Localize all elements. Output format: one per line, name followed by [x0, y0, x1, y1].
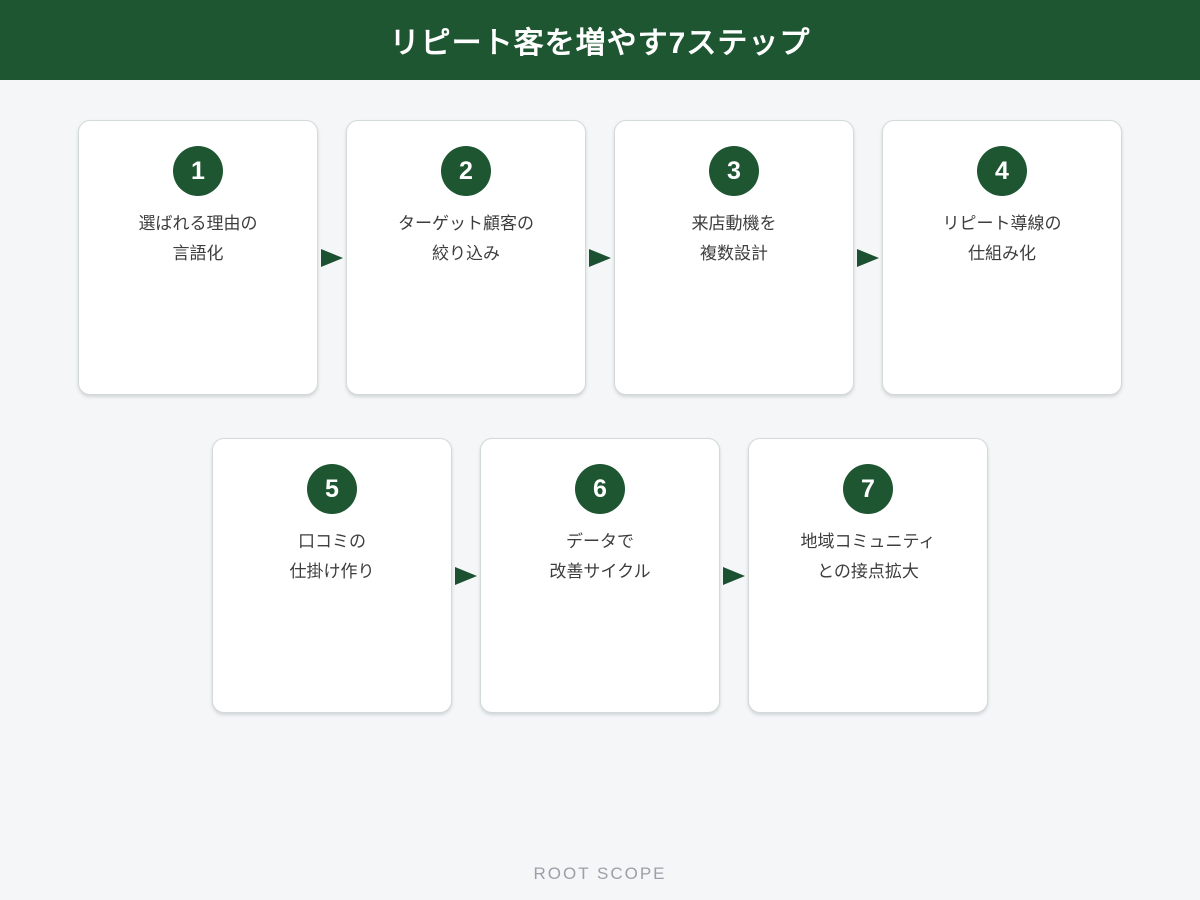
- arrow-cell: [452, 438, 480, 713]
- step-number-badge: 4: [977, 146, 1027, 196]
- arrow-right-icon: [857, 248, 879, 267]
- step-card-4: 4 リピート導線の 仕組み化: [882, 120, 1122, 395]
- arrow-cell: [318, 120, 346, 395]
- arrow-cell: [586, 120, 614, 395]
- page-title: リピート客を増やす7ステップ: [389, 27, 811, 60]
- step-title-line: 来店動機を: [691, 214, 777, 233]
- header-banner: リピート客を増やす7ステップ: [0, 0, 1200, 80]
- step-number-badge: 7: [843, 464, 893, 514]
- step-title-line: リピート導線の: [942, 214, 1062, 233]
- arrow-right-icon: [455, 566, 477, 585]
- step-title-line: 仕掛け作り: [289, 562, 375, 581]
- step-title-line: 選ばれる理由の: [138, 214, 258, 233]
- step-title-line: との接点拡大: [817, 562, 919, 581]
- step-title: リピート導線の 仕組み化: [883, 209, 1121, 269]
- step-title-line: 絞り込み: [432, 244, 500, 263]
- brand-watermark: ROOT SCOPE: [533, 864, 667, 883]
- step-title-line: 複数設計: [700, 244, 768, 263]
- step-title-line: 言語化: [172, 244, 224, 263]
- step-card-1: 1 選ばれる理由の 言語化: [78, 120, 318, 395]
- step-card-7: 7 地域コミュニティ との接点拡大: [748, 438, 988, 713]
- step-title: 口コミの 仕掛け作り: [213, 527, 451, 587]
- arrow-right-icon: [589, 248, 611, 267]
- step-title-line: 地域コミュニティ: [800, 532, 936, 551]
- step-number-badge: 2: [441, 146, 491, 196]
- step-title: 来店動機を 複数設計: [615, 209, 853, 269]
- arrow-right-icon: [723, 566, 745, 585]
- step-number-badge: 3: [709, 146, 759, 196]
- step-number-badge: 5: [307, 464, 357, 514]
- step-title-line: 口コミの: [298, 532, 366, 551]
- step-title-line: データで: [566, 532, 634, 551]
- arrow-right-icon: [321, 248, 343, 267]
- step-title-line: 仕組み化: [968, 244, 1036, 263]
- step-title-line: ターゲット顧客の: [398, 214, 534, 233]
- step-title: ターゲット顧客の 絞り込み: [347, 209, 585, 269]
- step-title: 選ばれる理由の 言語化: [79, 209, 317, 269]
- arrow-cell: [854, 120, 882, 395]
- steps-row-2: 5 口コミの 仕掛け作り 6 データで 改善サイクル 7 地域コミュニティ との…: [0, 438, 1200, 713]
- step-title: 地域コミュニティ との接点拡大: [749, 527, 987, 587]
- steps-row-1: 1 選ばれる理由の 言語化 2 ターゲット顧客の 絞り込み 3 来店動機を 複数…: [0, 120, 1200, 395]
- step-card-3: 3 来店動機を 複数設計: [614, 120, 854, 395]
- step-card-2: 2 ターゲット顧客の 絞り込み: [346, 120, 586, 395]
- arrow-cell: [720, 438, 748, 713]
- step-card-5: 5 口コミの 仕掛け作り: [212, 438, 452, 713]
- step-number-badge: 1: [173, 146, 223, 196]
- step-title-line: 改善サイクル: [549, 562, 651, 581]
- step-number-badge: 6: [575, 464, 625, 514]
- step-card-6: 6 データで 改善サイクル: [480, 438, 720, 713]
- step-title: データで 改善サイクル: [481, 527, 719, 587]
